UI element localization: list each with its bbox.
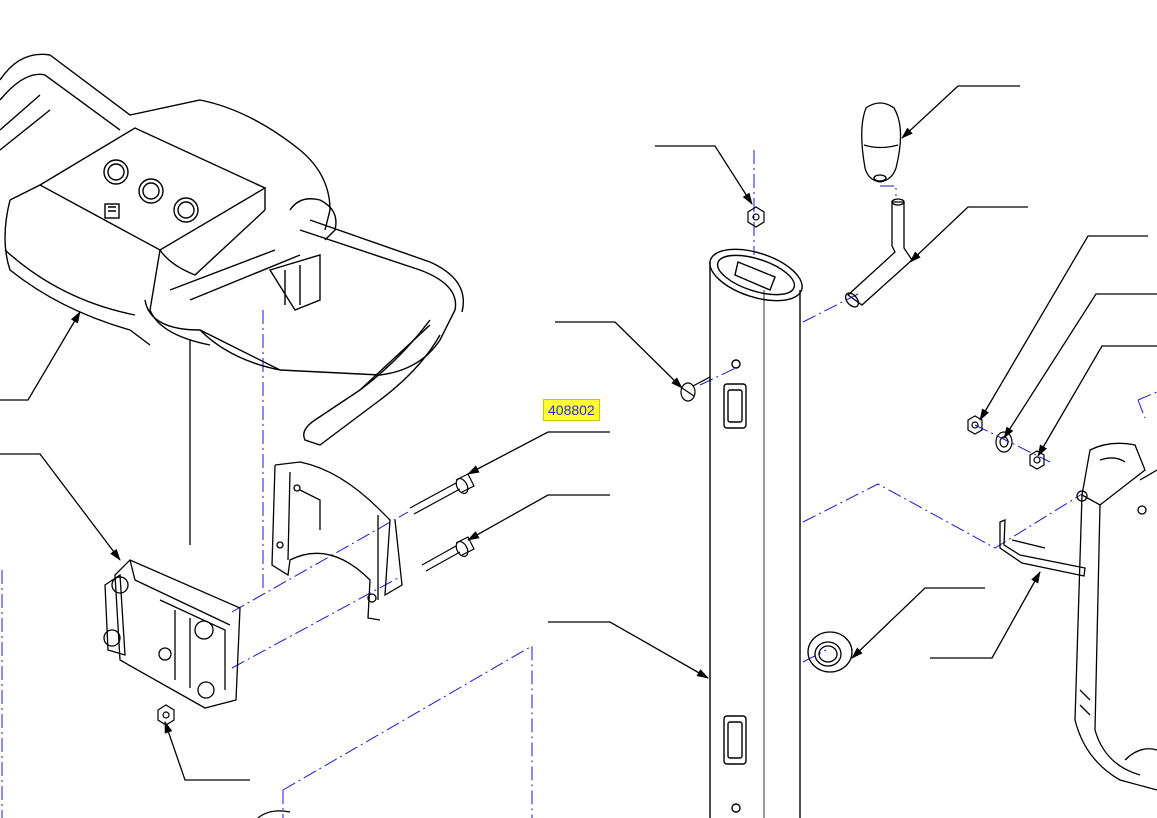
leader-408802-screw [467,431,610,475]
bracket-clamp [103,559,241,709]
clip [999,519,1086,577]
flat-head-screw [680,376,711,402]
column-tube [709,248,803,818]
leader-screw-lower [467,494,610,541]
leader-knob [901,85,1020,139]
partial-part-bottom [257,810,291,818]
leader-column-tube [548,621,709,679]
screw-408802 [409,473,475,515]
centerlines [1,150,1157,818]
right-hardware [967,415,1045,470]
leader-clip [930,571,1041,659]
lock-nut [157,704,175,726]
top-nut [747,206,765,228]
side-bracket [1074,442,1157,791]
leader-handle-housing [0,311,81,401]
leader-nut-right-2 [1037,345,1157,457]
lever-pin [844,198,913,308]
grommet [807,631,853,673]
leader-washer-right [1003,293,1157,439]
knob [861,102,902,183]
leader-nut-right [979,235,1148,421]
leader-flat-head-screw [555,321,683,389]
screw-lower [421,536,475,572]
u-bracket [271,461,403,621]
leader-bracket-clamp [0,453,121,561]
leader-top-nut [655,145,753,205]
handle-housing [0,53,464,446]
leader-lines [0,85,1157,781]
leader-lever-pin [909,206,1028,263]
part-number-label-408802[interactable]: 408802 [543,399,600,421]
leader-lock-nut [164,721,250,781]
leader-grommet [851,587,985,659]
